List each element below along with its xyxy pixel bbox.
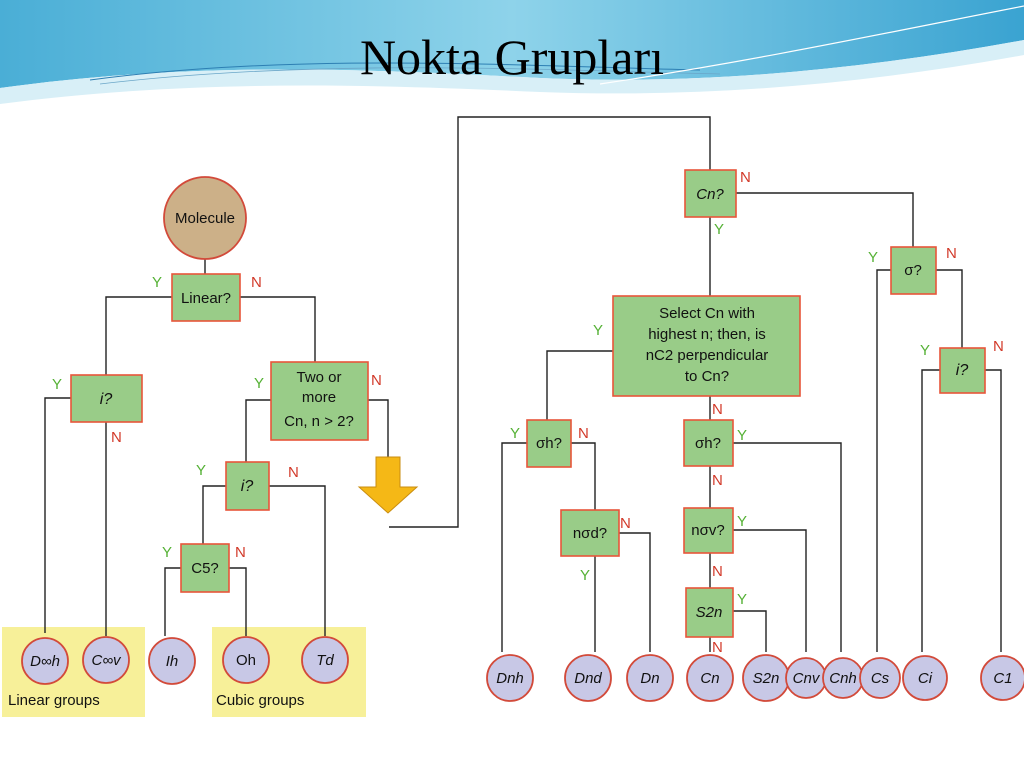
group-dnd-node [564,654,612,702]
n-sigma-v-question-label: nσv? [691,522,724,539]
no-label: N [251,274,262,291]
yes-label: Y [580,567,590,584]
sigma-h-question-left-label: σh? [536,435,562,452]
two-or-more-cn-box [270,361,369,441]
s2n-question-box [685,587,734,638]
group-c-inf-v-label: C∞v [91,652,122,669]
no-label: N [712,472,723,489]
yes-label: Y [254,375,264,392]
group-cnh-label: Cnh [829,670,857,687]
select-cn-line2: highest n; then, is [648,326,766,343]
group-ci-label: Ci [918,670,933,687]
no-label: N [578,425,589,442]
continue-arrow-icon [357,456,419,514]
group-d-inf-h-node [21,637,69,685]
linear-groups-label: Linear groups [8,692,100,709]
select-cn-line1: Select Cn with [659,305,755,322]
group-dnd-label: Dnd [574,670,602,687]
no-label: N [712,563,723,580]
group-dn-label: Dn [640,670,659,687]
group-cs-node [859,657,901,699]
group-ih-node [148,637,196,685]
select-cn-line3: nC2 perpendicular [646,347,769,364]
select-cn-line4: to Cn? [685,368,729,385]
no-label: N [371,372,382,389]
no-label: N [993,338,1004,355]
n-sigma-v-question-box [683,507,734,554]
n-sigma-d-question-label: nσd? [573,525,607,542]
group-d-inf-h-label: D∞h [30,653,60,670]
group-oh-node [222,636,270,684]
group-ci-node [902,655,948,701]
no-label: N [288,464,299,481]
yes-label: Y [920,342,930,359]
yes-label: Y [737,513,747,530]
branch-labels: Y N Y N Y N Y N Y N N Y Y N Y N Y N N Y … [52,169,1004,656]
no-label: N [235,544,246,561]
inversion-question-right-label: i? [956,362,969,379]
connector-lines [44,116,1002,652]
yes-label: Y [737,591,747,608]
yes-label: Y [152,274,162,291]
group-oh-label: Oh [236,652,256,669]
sigma-question-label: σ? [904,262,922,279]
n-sigma-d-question-box [560,509,620,557]
group-c1-node [980,655,1024,701]
cubic-groups-label: Cubic groups [216,692,304,709]
c5-question-label: C5? [191,560,219,577]
no-label: N [740,169,751,186]
molecule-node [163,176,247,260]
group-cs-label: Cs [871,670,890,687]
group-cnv-label: Cnv [793,670,821,687]
c5-question-box [180,543,230,593]
inversion-question-mid-label: i? [241,478,254,495]
linear-question-label: Linear? [181,290,231,307]
inversion-question-left-box [70,374,143,423]
group-td-node [301,636,349,684]
yes-label: Y [162,544,172,561]
two-or-more-line2: more [302,389,336,406]
inversion-question-left-label: i? [100,391,113,408]
group-td-label: Td [316,652,334,669]
group-cn-label: Cn [700,670,719,687]
cn-question-box [684,169,737,218]
select-cn-box [612,295,801,397]
yes-label: Y [868,249,878,266]
sigma-h-question-mid-box [683,419,734,467]
group-s2n-label: S2n [753,670,780,687]
molecule-label: Molecule [175,210,235,227]
no-label: N [620,515,631,532]
no-label: N [111,429,122,446]
yes-label: Y [714,221,724,238]
group-cn-node [686,654,734,702]
two-or-more-line1: Two or [296,369,341,386]
two-or-more-line3: Cn, n > 2? [284,413,354,430]
no-label: N [946,245,957,262]
yes-label: Y [52,376,62,393]
group-dnh-label: Dnh [496,670,524,687]
no-label: N [712,401,723,418]
inversion-question-right-box [939,347,986,394]
slide-title: Nokta Grupları [359,29,665,85]
yes-label: Y [737,427,747,444]
sigma-h-question-left-box [526,419,572,468]
cn-question-label: Cn? [696,186,724,203]
no-label: N [712,639,723,656]
group-dnh-node [486,654,534,702]
sigma-question-box [890,246,937,295]
inversion-question-mid-box [225,461,270,511]
group-ih-label: Ih [166,653,179,670]
yes-label: Y [196,462,206,479]
yes-label: Y [593,322,603,339]
group-c1-label: C1 [993,670,1012,687]
header-wave-banner [0,0,1024,104]
group-dn-node [626,654,674,702]
sigma-h-question-mid-label: σh? [695,435,721,452]
yes-label: Y [510,425,520,442]
group-c-inf-v-node [82,636,130,684]
linear-question-box [171,273,241,322]
s2n-question-label: S2n [696,604,723,621]
